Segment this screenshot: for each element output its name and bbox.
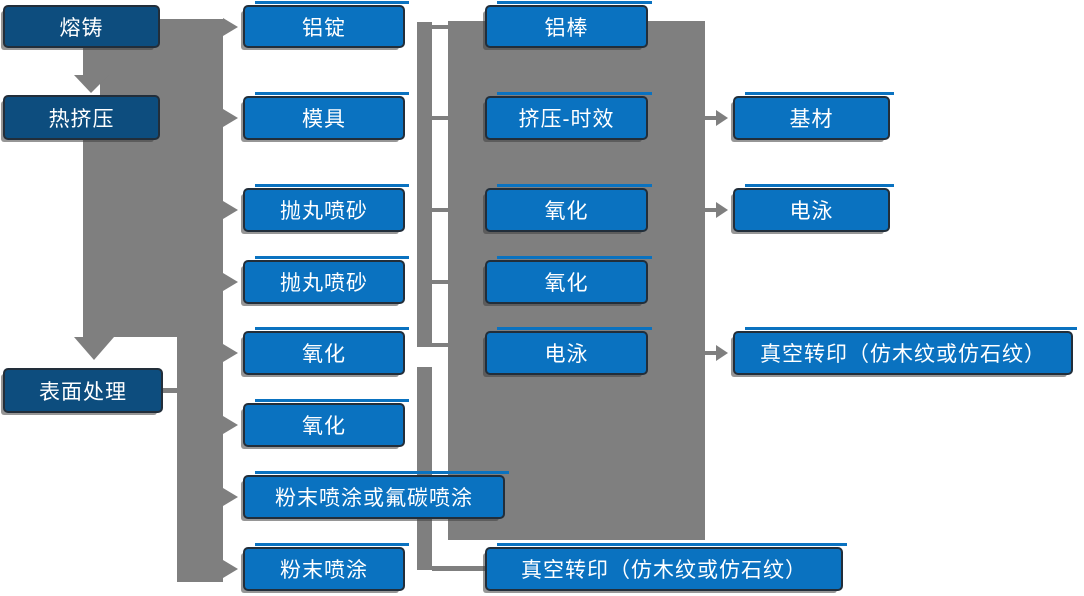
stage-to-prep-arrows [223, 18, 238, 578]
down-arrow-icon [74, 337, 114, 360]
node-dianyong-1: 电泳 [485, 327, 652, 375]
right-arrow-icon [223, 416, 238, 434]
right-arrow-icon [223, 344, 238, 362]
node-lvbang: 铝棒 [485, 1, 652, 48]
right-arrow-icon [716, 110, 728, 126]
left-trunk-connector [74, 19, 223, 582]
node-yanghua-1: 氧化 [243, 327, 409, 375]
right-arrow-icon [223, 273, 238, 291]
node-fenmo: 粉末喷涂 [243, 543, 409, 591]
node-lvding: 铝锭 [243, 1, 409, 48]
right-arrow-icon [223, 109, 238, 127]
down-arrow-icon [74, 75, 109, 93]
right-arrow-icon [223, 560, 238, 578]
node-dianyong-2: 电泳 [733, 184, 894, 232]
node-yanghua-4: 氧化 [485, 256, 652, 304]
right-arrow-icon [716, 345, 728, 361]
node-rejiya: 热挤压 [3, 95, 160, 140]
node-jiya-shixiao: 挤压-时效 [485, 92, 652, 140]
node-paowan-1: 抛丸喷砂 [243, 184, 409, 232]
node-rongzhu: 熔铸 [3, 5, 160, 48]
node-biaomianchuli: 表面处理 [3, 368, 163, 413]
node-zhenkong-zhuanyin-2: 真空转印（仿木纹或仿石纹） [733, 327, 1077, 375]
right-arrow-icon [716, 202, 728, 218]
node-yanghua-3: 氧化 [485, 184, 652, 232]
right-arrow-icon [223, 488, 238, 506]
node-yanghua-2: 氧化 [243, 399, 409, 447]
node-jicai: 基材 [733, 92, 894, 140]
node-zhenkong-zhuanyin-1: 真空转印（仿木纹或仿石纹） [485, 543, 847, 591]
prep-to-treatment-bar [417, 22, 485, 571]
right-arrow-icon [223, 18, 238, 36]
node-paowan-2: 抛丸喷砂 [243, 256, 409, 304]
node-fenmo-futan: 粉末喷涂或氟碳喷涂 [243, 471, 509, 519]
right-arrow-icon [223, 201, 238, 219]
node-muju: 模具 [243, 92, 409, 140]
treatment-to-finish-arrows [705, 110, 728, 361]
